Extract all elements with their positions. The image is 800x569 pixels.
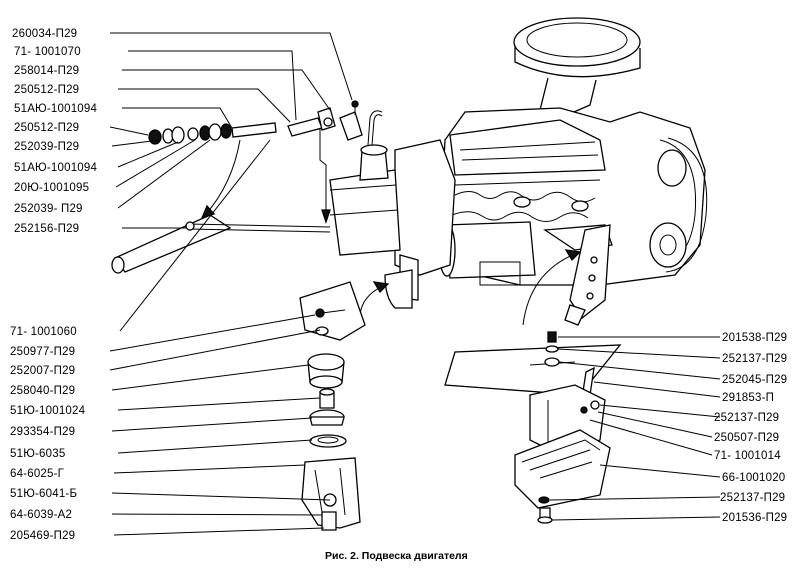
part-label: 250507-П29 [714,432,779,444]
part-label: 201536-П29 [722,512,787,524]
part-label: 258040-П29 [10,385,75,397]
part-label: 258014-П29 [14,65,79,77]
part-label: 252137-П29 [720,492,785,504]
part-label: 51АЮ-1001094 [14,162,97,174]
part-label: 250512-П29 [14,122,79,134]
part-label: 252137-П29 [714,412,779,424]
front-support [444,331,622,524]
part-label: 71- 1001070 [14,46,81,58]
right-part-labels: 201538-П29 252137-П29 252045-П29 291853-… [714,332,787,524]
part-label: 20Ю-1001095 [14,182,89,194]
part-label: 71- 1001060 [10,326,77,338]
part-label: 51АЮ-1001094 [14,103,97,115]
part-label: 252007-П29 [10,365,75,377]
part-label: 205469-П29 [10,530,75,542]
crossmember-rod [111,100,363,274]
part-label: 201538-П29 [722,332,787,344]
figure-caption: Рис. 2. Подвеска двигателя [325,550,468,562]
engine-illustration [329,17,708,326]
part-label: 252156-П29 [14,223,79,235]
engine-block [438,107,708,286]
air-filter [513,17,641,119]
part-label: 250977-П29 [10,346,75,358]
left-part-labels: 260034-П29 71- 1001070 258014-П29 250512… [10,28,97,542]
part-label: 252045-П29 [722,374,787,386]
part-label: 293354-П29 [10,426,75,438]
part-label: 51Ю-6041-Б [10,488,77,500]
rear-support-stack [299,281,366,531]
part-label: 252039-П29 [14,141,79,153]
part-label: 260034-П29 [12,28,77,40]
part-label: 291853-П [722,392,774,404]
part-label: 64-6039-А2 [10,509,72,521]
part-label: 252137-П29 [722,353,787,365]
gearbox [329,110,456,309]
part-label: 252039- П29 [14,203,83,215]
part-label: 64-6025-Г [10,468,65,480]
part-label: 71- 1001014 [714,450,781,462]
part-label: 51Ю-6035 [10,448,65,460]
part-label: 51Ю-1001024 [10,405,86,417]
right-leader-lines [549,336,721,521]
part-label: 66-1001020 [722,472,785,484]
part-label: 250512-П29 [14,84,79,96]
left-leader-lines [109,32,353,536]
front-bracket [543,224,613,326]
